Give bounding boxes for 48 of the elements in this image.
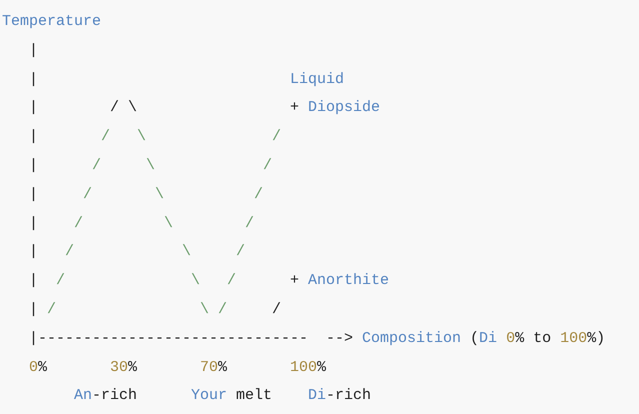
ascii-curve-text: / — [272, 128, 282, 146]
ascii-curve-text: / — [65, 243, 74, 262]
axis-title: Temperature — [2, 13, 102, 31]
ascii-arrow: --> — [326, 330, 354, 348]
ascii-curve-text: / — [236, 243, 246, 262]
ascii-axis-text: | — [29, 99, 38, 118]
ascii-curve-text: / — [227, 272, 236, 290]
ascii-axis-text: | — [29, 272, 38, 290]
ascii-curve-text: / — [110, 99, 120, 118]
ascii-curve-text: / — [218, 301, 228, 319]
ascii-curve-text: \ — [137, 128, 146, 146]
ascii-curve-text: / — [245, 214, 254, 233]
ascii-axis-text: | — [29, 301, 38, 319]
ascii-curve-text: / — [83, 186, 92, 204]
ascii-axis-line: |------------------------------ — [29, 330, 308, 348]
phase-label: Liquid — [290, 70, 344, 89]
phase-label: + Diopside — [290, 99, 380, 118]
ascii-axis-text: | — [29, 128, 38, 146]
ascii-curve-text: \ — [182, 243, 192, 262]
tick-label: 70% — [200, 358, 228, 377]
ascii-curve-text: \ — [128, 99, 138, 118]
ascii-curve-text: / — [47, 301, 56, 319]
ascii-curve-text: / — [92, 157, 102, 175]
ascii-axis-text: | — [29, 42, 38, 60]
ascii-curve-text: / — [263, 157, 272, 175]
ascii-curve-text: / — [254, 186, 264, 204]
tick-label: 100% — [290, 358, 326, 377]
ascii-curve-text: \ — [146, 157, 156, 175]
ascii-curve-text: / — [56, 272, 66, 290]
ascii-curve-text: \ — [155, 186, 164, 204]
region-label: Di-rich — [308, 387, 372, 406]
ascii-axis-text: | — [29, 243, 38, 262]
ascii-axis-text: | — [29, 70, 38, 89]
ascii-curve-text: \ — [164, 214, 174, 233]
ascii-axis-text: | — [29, 157, 38, 175]
ascii-axis-text: | — [29, 186, 38, 204]
ascii-curve-text: \ — [191, 272, 200, 290]
ascii-curve-text: \ — [200, 301, 210, 319]
tick-label: 30% — [110, 358, 138, 377]
ascii-axis-text: | — [29, 214, 38, 233]
ascii-curve-text: / — [272, 301, 282, 319]
region-label: Your melt — [191, 387, 272, 406]
region-label: An-rich — [74, 387, 138, 406]
axis-title: Composition (Di 0% to 100%) — [362, 330, 606, 348]
phase-label: + Anorthite — [290, 272, 390, 290]
ascii-curve-text: / — [101, 128, 110, 146]
tick-label: 0% — [29, 358, 48, 377]
ascii-curve-text: / — [74, 214, 84, 233]
